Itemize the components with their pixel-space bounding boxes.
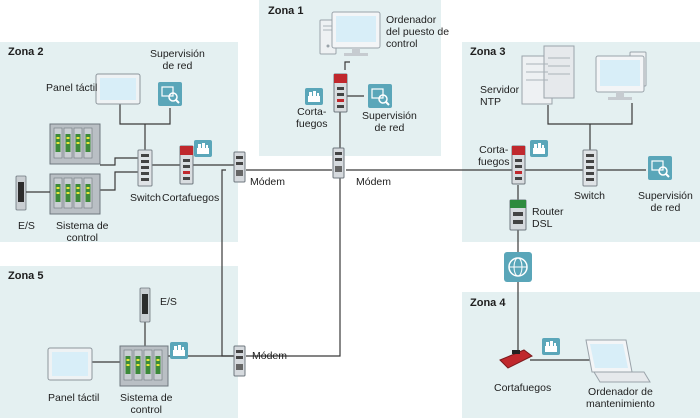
z3-dsl-router-icon bbox=[509, 199, 527, 231]
zone1-title: Zona 1 bbox=[268, 5, 304, 17]
z5-touch-panel-icon bbox=[47, 347, 93, 381]
z1-firewall-badge-icon bbox=[305, 88, 323, 105]
z2-touch-panel-icon bbox=[95, 73, 141, 105]
zone5-title: Zona 5 bbox=[8, 270, 44, 282]
z4-firewall-label: Cortafuegos bbox=[494, 382, 552, 394]
z5-modem-label: Módem bbox=[252, 350, 288, 362]
zone5-area bbox=[0, 266, 238, 418]
z4-firewall-badge-icon bbox=[542, 338, 560, 355]
z2-switch-icon bbox=[137, 149, 153, 187]
z3-ntp-server-icon bbox=[521, 45, 575, 105]
z5-control-system-label: Sistema de control bbox=[120, 392, 173, 416]
z1-modem-label: Módem bbox=[356, 176, 392, 188]
z2-switch-label: Switch bbox=[130, 192, 161, 204]
z1-control-pc-label: Ordenador del puesto de control bbox=[386, 14, 450, 50]
z2-control-system-label: Sistema de control bbox=[56, 220, 109, 244]
z3-firewall-icon bbox=[511, 145, 526, 185]
z4-firewall-icon bbox=[499, 349, 533, 369]
z2-io-label: E/S bbox=[18, 220, 35, 232]
z3-switch-label: Switch bbox=[574, 190, 605, 202]
zone4-area bbox=[462, 292, 700, 418]
z2-touch-panel-label: Panel táctil bbox=[46, 82, 98, 94]
z3-firewall-badge-icon bbox=[530, 140, 548, 157]
z5-io-label: E/S bbox=[160, 296, 177, 308]
network-links bbox=[92, 61, 646, 363]
z1-supervision-icon bbox=[367, 83, 393, 109]
z4-laptop-icon bbox=[585, 339, 651, 383]
zone2-title: Zona 2 bbox=[8, 46, 44, 58]
z2-supervision-label: Supervisión de red bbox=[150, 48, 205, 72]
z3-dsl-router-label: Router DSL bbox=[532, 206, 564, 230]
z5-firewall-badge-icon bbox=[170, 342, 188, 359]
z4-maintenance-pc-label: Ordenador de mantenimiento bbox=[586, 386, 655, 410]
link-z2-plc2 bbox=[100, 171, 138, 191]
z1-firewall-label: Corta- fuegos bbox=[296, 106, 328, 130]
z5-modem-icon bbox=[233, 345, 246, 377]
zone4-title: Zona 4 bbox=[470, 297, 506, 309]
z3-firewall-label: Corta- fuegos bbox=[478, 144, 510, 168]
z3-supervision-label: Supervisión de red bbox=[638, 190, 693, 214]
z2-modem-icon bbox=[233, 151, 246, 183]
zone3-title: Zona 3 bbox=[470, 46, 506, 58]
z2-firewall-icon bbox=[179, 145, 194, 185]
z5-plc-rack-icon bbox=[119, 345, 169, 387]
z2-firewall-label: Cortafuegos bbox=[162, 192, 220, 204]
z5-touch-panel-label: Panel táctil bbox=[48, 392, 100, 404]
z2-plc-rack-icon bbox=[49, 123, 101, 215]
z2-modem-label: Módem bbox=[250, 176, 286, 188]
z1-firewall-icon bbox=[333, 73, 348, 113]
z3-switch-icon bbox=[582, 149, 598, 187]
z5-io-icon bbox=[139, 287, 151, 323]
link-z5-z1 bbox=[246, 175, 341, 357]
link-z1-pc bbox=[344, 61, 350, 70]
z3-ntp-server-label: Servidor NTP bbox=[480, 84, 520, 108]
z2-supervision-icon bbox=[157, 81, 183, 107]
link-z2-plc1 bbox=[100, 157, 138, 166]
z2-io-icon bbox=[15, 175, 27, 211]
z1-modem-icon bbox=[332, 147, 345, 179]
zone3-area bbox=[462, 42, 700, 242]
internet-globe-icon bbox=[504, 252, 532, 282]
z2-firewall-badge-icon bbox=[194, 140, 212, 157]
z1-supervision-label: Supervisión de red bbox=[362, 110, 417, 134]
z3-supervision-icon bbox=[647, 155, 673, 181]
